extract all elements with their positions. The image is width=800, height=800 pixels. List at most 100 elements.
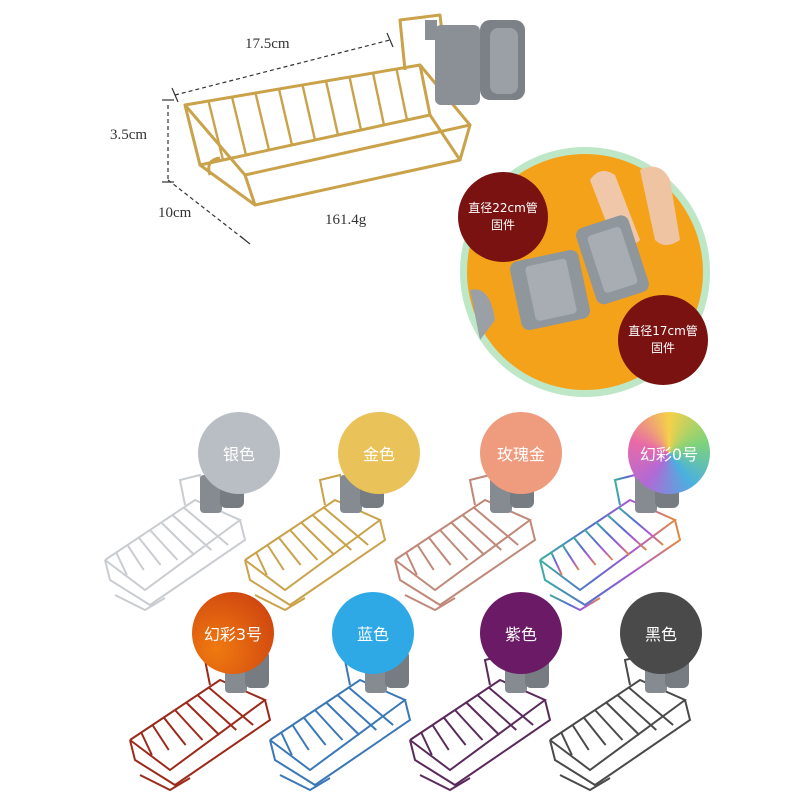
basket-wire xyxy=(465,701,501,736)
basket-wire xyxy=(137,536,162,566)
basket-wire xyxy=(394,498,532,592)
basket-wire xyxy=(549,678,687,772)
basket-rib xyxy=(395,68,409,121)
variant-badge-gold[interactable]: 金色 xyxy=(338,412,420,494)
basket-wire xyxy=(394,519,537,607)
faucet-clamp-icon xyxy=(425,20,525,105)
basket-wire xyxy=(582,716,607,746)
basket-wire xyxy=(594,709,624,741)
pipe-fitting-small-icon xyxy=(576,215,649,305)
basket-wire xyxy=(244,519,387,607)
variant-basket xyxy=(244,473,387,612)
variant-badge-iridescent-0[interactable]: 幻彩0号 xyxy=(628,412,710,494)
variant-basket xyxy=(129,653,272,792)
basket-wire xyxy=(280,732,293,756)
basket-wire xyxy=(254,594,306,612)
variant-badge-purple[interactable]: 紫色 xyxy=(480,592,562,674)
basket-wire xyxy=(549,699,692,787)
basket-wire xyxy=(126,544,145,571)
basket-wire xyxy=(314,709,344,741)
basket-wire xyxy=(431,724,450,751)
basket-wire xyxy=(628,686,674,726)
basket-wire xyxy=(160,521,196,556)
variant-label: 玫瑰金 xyxy=(496,445,545,464)
variant-badge-blue[interactable]: 蓝色 xyxy=(332,592,414,674)
basket-wire xyxy=(208,686,254,726)
basket-wire xyxy=(114,594,166,612)
basket-wire xyxy=(409,678,547,772)
basket-wire xyxy=(409,699,552,787)
basket-wire xyxy=(605,701,641,736)
basket-wire xyxy=(606,514,647,551)
basket-wire xyxy=(244,498,382,592)
variant-badge-rose-gold[interactable]: 玫瑰金 xyxy=(480,412,562,494)
basket-rib xyxy=(277,88,294,146)
basket-wire xyxy=(162,716,187,746)
basket-wire xyxy=(115,552,128,576)
basket-wire xyxy=(140,732,153,756)
basket-rib xyxy=(324,80,340,136)
basket-wire xyxy=(104,519,247,607)
basket-wire xyxy=(279,774,331,792)
variant-badge-iridescent-3[interactable]: 幻彩3号 xyxy=(192,592,274,674)
fitting-17-line1: 直径17cm管 xyxy=(628,324,698,338)
basket-rib xyxy=(230,96,248,156)
variant-label: 幻彩0号 xyxy=(639,445,699,464)
basket-wire xyxy=(450,521,486,556)
basket-wire xyxy=(461,514,502,551)
basket-wire xyxy=(539,498,677,592)
variant-badge-black[interactable]: 黑色 xyxy=(620,592,702,674)
basket-wire xyxy=(404,594,456,612)
basket-wire xyxy=(442,716,467,746)
variant-label: 银色 xyxy=(222,445,255,464)
basket-wire xyxy=(473,506,519,546)
basket-wire xyxy=(616,694,657,731)
basket-wire xyxy=(584,529,614,561)
basket-wire xyxy=(439,529,469,561)
basket-wire xyxy=(174,709,204,741)
basket-rib xyxy=(207,100,225,161)
basket-wire xyxy=(561,544,580,571)
basket-wire xyxy=(488,686,534,726)
basket-wire xyxy=(151,724,170,751)
basket-wire xyxy=(348,686,394,726)
basket-rib xyxy=(371,72,386,126)
basket-wire xyxy=(550,552,563,576)
basket-wire xyxy=(420,732,433,756)
basket-wire xyxy=(595,521,631,556)
fitting-17-line2: 固件 xyxy=(650,341,675,355)
basket-wire xyxy=(325,701,361,736)
basket-wire xyxy=(560,732,573,756)
basket-wire xyxy=(269,699,412,787)
basket-wire xyxy=(419,774,471,792)
variant-basket xyxy=(394,473,537,612)
basket-wire xyxy=(405,552,418,576)
basket-wire xyxy=(269,678,407,772)
variant-badge-silver[interactable]: 银色 xyxy=(198,412,280,494)
basket-wire xyxy=(196,694,237,731)
variant-label: 紫色 xyxy=(504,625,537,644)
basket-wire xyxy=(311,514,352,551)
basket-wire xyxy=(277,536,302,566)
basket-wire xyxy=(539,519,682,607)
basket-wire xyxy=(454,709,484,741)
basket-wire xyxy=(476,694,517,731)
variant-label: 蓝色 xyxy=(356,625,389,644)
variant-basket xyxy=(549,653,692,792)
variant-basket xyxy=(269,653,412,792)
basket-wire xyxy=(571,724,590,751)
basket-wire xyxy=(416,544,435,571)
basket-wire xyxy=(266,544,285,571)
basket-wire xyxy=(291,724,310,751)
basket-wire xyxy=(104,498,242,592)
basket-wire xyxy=(171,514,212,551)
basket-wire xyxy=(255,552,268,576)
basket-rib xyxy=(301,84,317,141)
pipe-fitting-large-icon xyxy=(509,249,591,331)
fitting-22-line1: 直径22cm管 xyxy=(468,201,538,215)
basket-wire xyxy=(302,716,327,746)
basket-wire xyxy=(185,701,221,736)
fitting-22-line2: 固件 xyxy=(490,218,515,232)
